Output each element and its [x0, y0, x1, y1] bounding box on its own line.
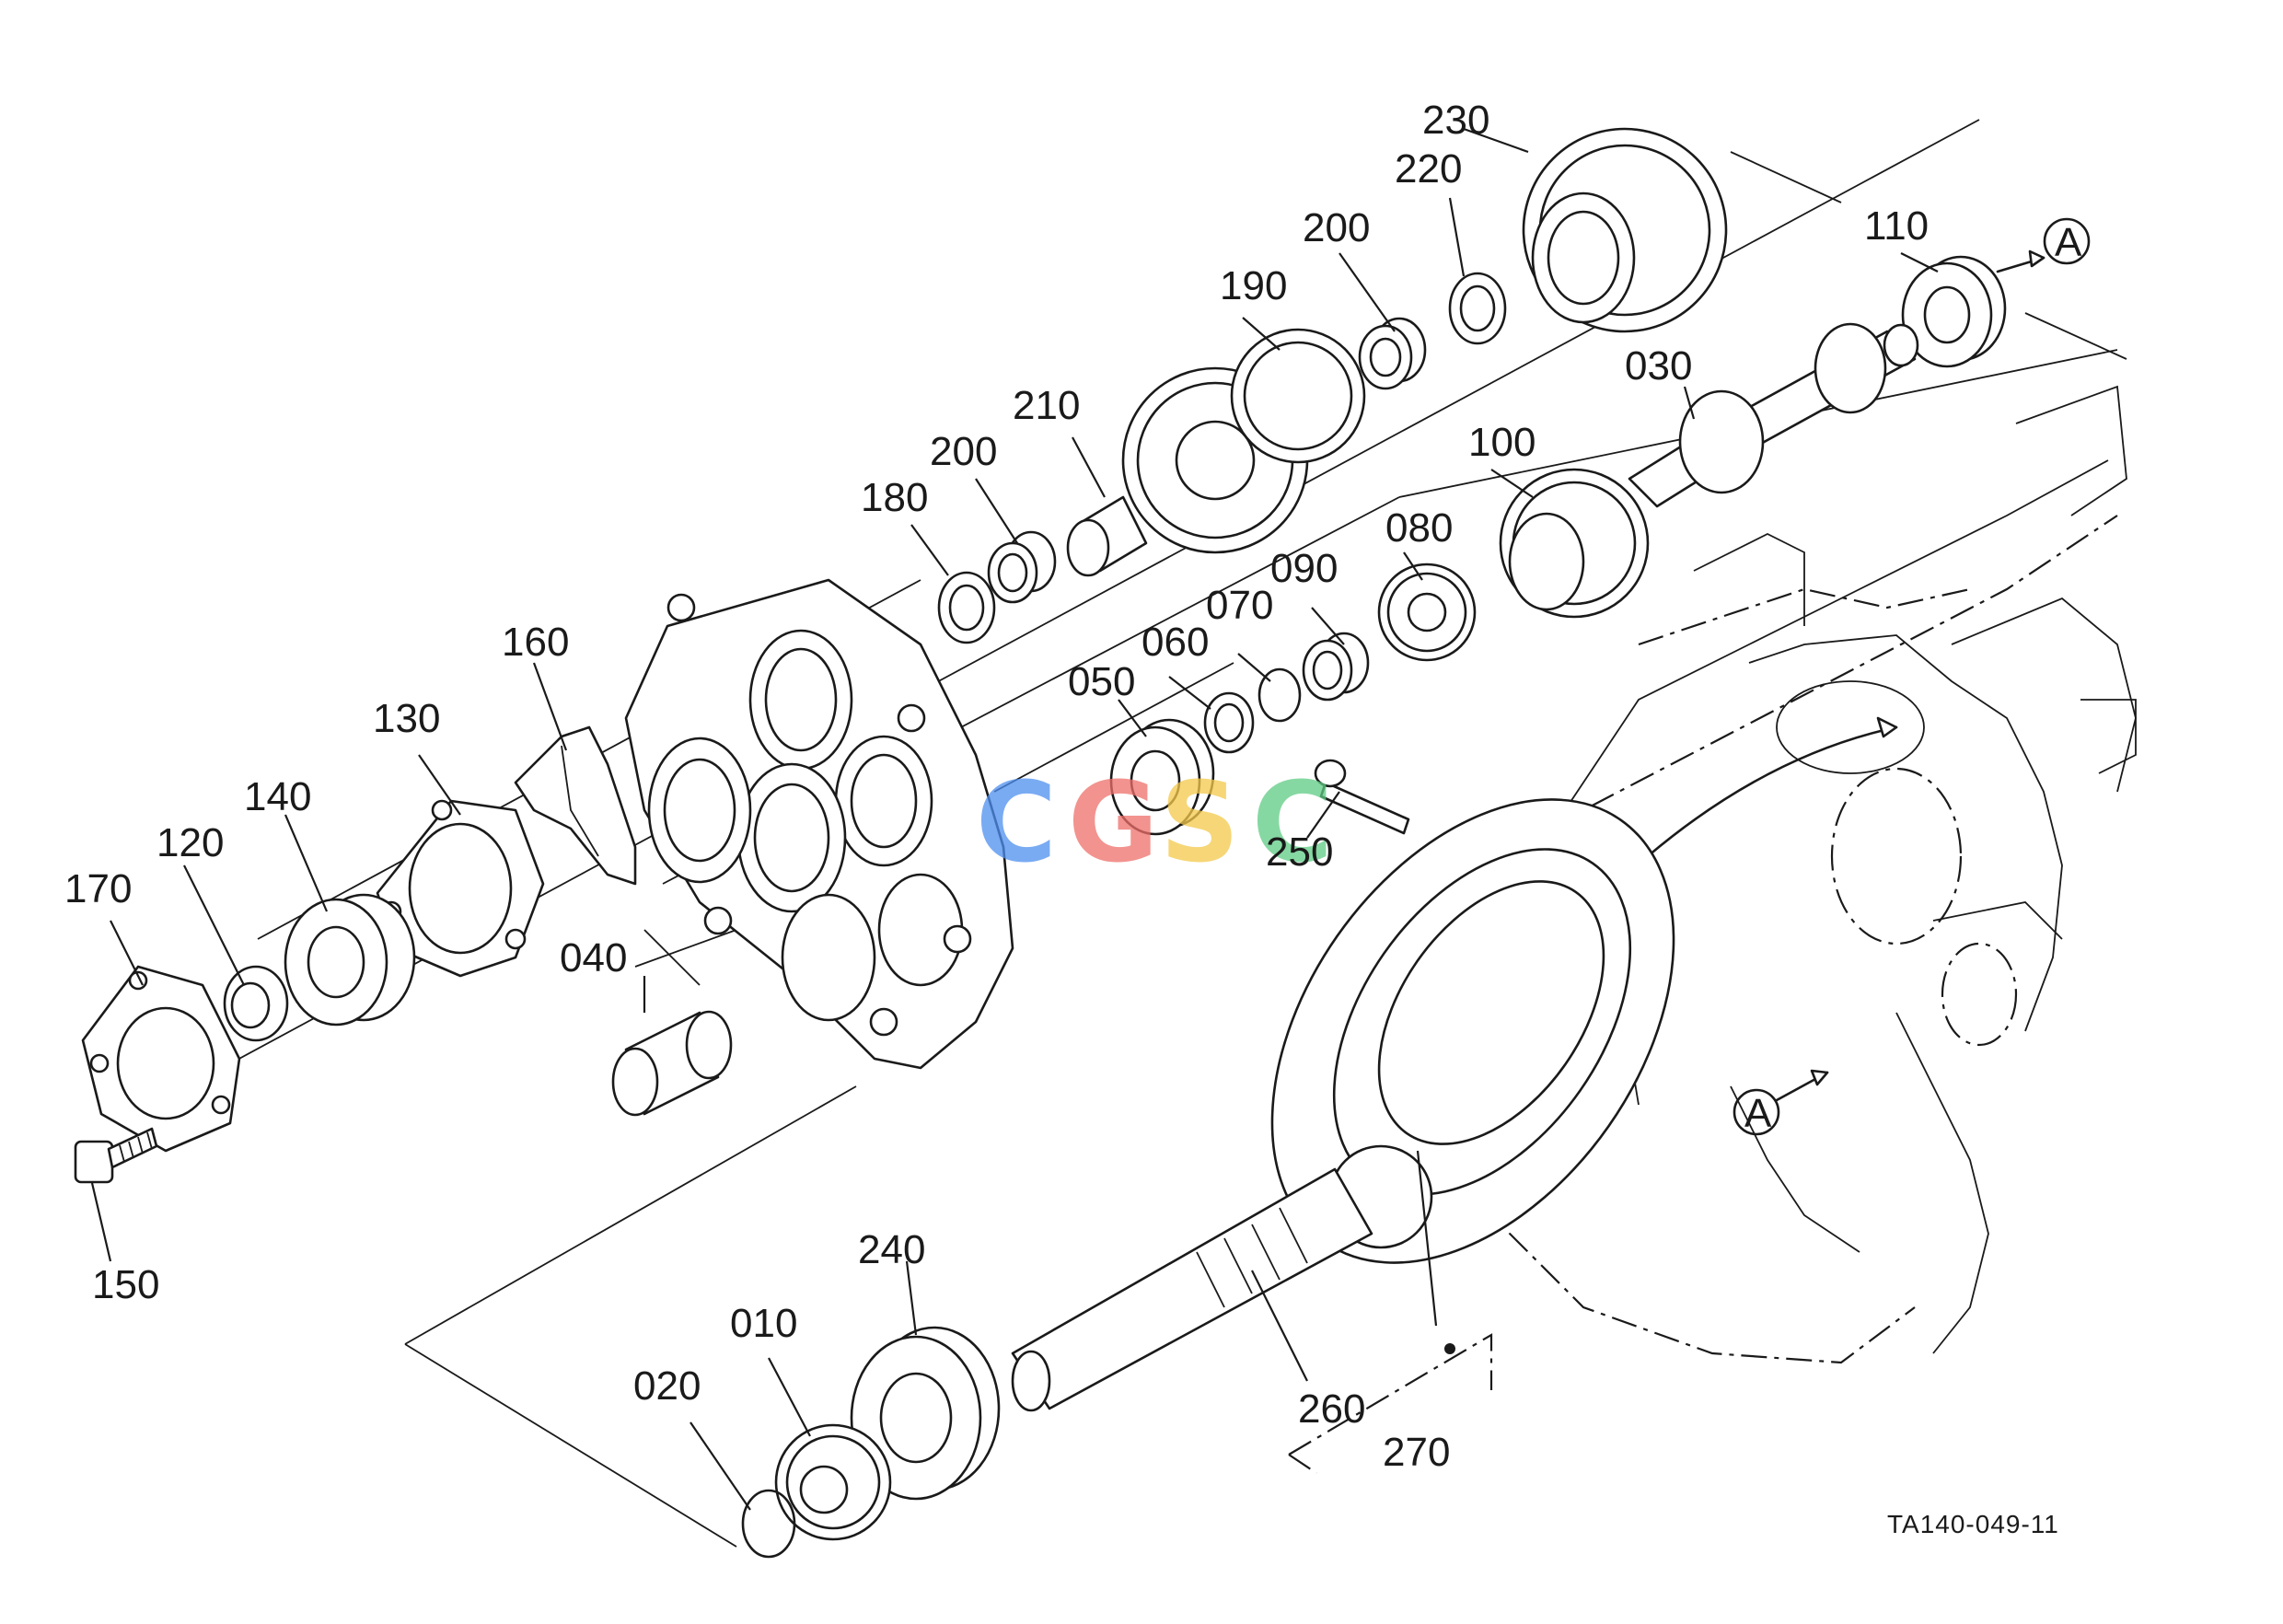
bearing-110	[1901, 255, 2007, 368]
callout-200-upper: 200	[1303, 205, 1370, 250]
gear-080	[1377, 563, 1477, 662]
callout-130: 130	[373, 696, 440, 741]
bolt-150	[74, 1127, 158, 1184]
collar-180	[937, 571, 996, 644]
section-marker-bottom: A	[1733, 1069, 1829, 1136]
watermark-letter-c2: C	[1252, 760, 1333, 887]
callout-020: 020	[633, 1363, 701, 1409]
collar-220	[1448, 272, 1507, 345]
needle-bearing-090	[1302, 632, 1370, 702]
watermark-letter-s: S	[1160, 760, 1239, 887]
callout-230: 230	[1422, 98, 1489, 143]
collar-060	[1203, 691, 1255, 754]
bearing-050	[1109, 718, 1215, 836]
section-marker-top: A	[1996, 217, 2091, 273]
gear-190	[1121, 328, 1366, 554]
callout-080: 080	[1385, 505, 1453, 551]
callout-050: 050	[1068, 659, 1135, 704]
bevel-gear-270	[1270, 798, 1675, 1264]
drawing-number: TA140-049-11	[1887, 1510, 2059, 1538]
oil-seal-120	[223, 965, 289, 1042]
callout-210: 210	[1013, 383, 1080, 428]
callout-090: 090	[1270, 546, 1338, 591]
bushing-210	[1066, 495, 1148, 577]
callout-120: 120	[156, 820, 224, 865]
plate-170	[81, 965, 241, 1153]
gear-housing-plate	[624, 578, 1014, 1070]
transmission-case	[1407, 385, 2137, 1364]
gear-100	[1499, 468, 1650, 619]
callout-110: 110	[1864, 203, 1929, 249]
watermark-letter-g: G	[1068, 760, 1159, 887]
snap-ring-070	[1257, 667, 1302, 723]
bolt-250	[1314, 759, 1410, 835]
callout-250: 250	[1266, 829, 1333, 875]
callout-070: 070	[1206, 583, 1273, 628]
gasket-160	[514, 725, 637, 886]
gear-010	[774, 1423, 892, 1541]
watermark-letter-c1: C	[976, 760, 1057, 887]
flange-cover-130	[376, 799, 545, 978]
section-marker-bottom-label: A	[1744, 1091, 1772, 1136]
leader-lines	[90, 127, 1939, 1511]
collar-040	[611, 1010, 733, 1117]
callout-170: 170	[64, 866, 132, 911]
pinion-shaft-260	[1011, 1167, 1373, 1412]
center-lines	[119, 119, 1980, 1373]
callout-270: 270	[1383, 1430, 1450, 1475]
snap-ring-020	[741, 1489, 796, 1559]
needle-bearing-200b	[1358, 317, 1427, 390]
callout-060: 060	[1142, 620, 1209, 665]
section-marker-top-label: A	[2055, 220, 2082, 265]
callout-030: 030	[1625, 343, 1692, 389]
callout-220: 220	[1395, 146, 1462, 191]
reference-lines	[404, 151, 2127, 1548]
callout-150: 150	[92, 1262, 159, 1307]
shaft-030	[1628, 322, 1919, 508]
callout-260: 260	[1298, 1386, 1365, 1432]
callout-040: 040	[560, 935, 627, 980]
callout-labels: 230 220 200 190 110 210 200 180 030 100 …	[64, 98, 1929, 1475]
callout-010: 010	[730, 1301, 797, 1346]
callout-200-lower: 200	[930, 429, 997, 474]
callout-100: 100	[1468, 420, 1536, 465]
callout-180: 180	[861, 475, 928, 520]
callout-160: 160	[502, 620, 569, 665]
callout-140: 140	[244, 774, 311, 819]
gear-230	[1522, 127, 1728, 333]
callout-190: 190	[1220, 263, 1287, 308]
callout-240: 240	[858, 1227, 925, 1272]
needle-bearing-200a	[987, 530, 1057, 604]
watermark-logo: C G S C	[976, 760, 1333, 887]
bearing-140	[284, 893, 416, 1027]
